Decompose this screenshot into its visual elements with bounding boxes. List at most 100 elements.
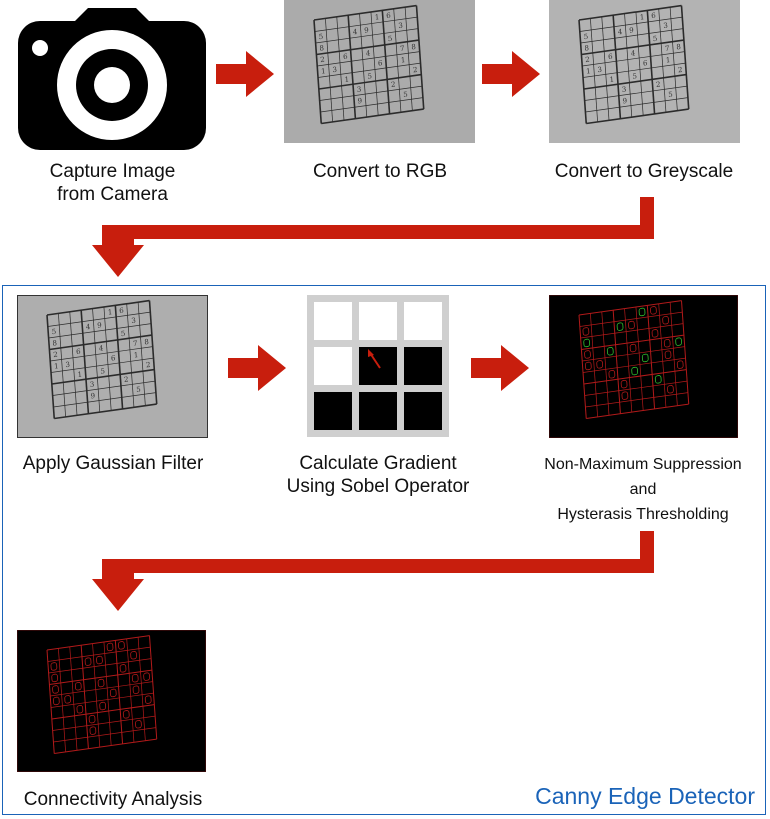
grid-line [635, 11, 644, 116]
camera-icon [18, 8, 206, 150]
grid-line [103, 641, 112, 746]
grid-line [80, 645, 89, 749]
digit-contour [52, 696, 60, 706]
sudoku-grid [578, 300, 690, 419]
grid-line [92, 308, 101, 413]
nms-edge-image [549, 295, 738, 438]
grid-line [320, 97, 423, 113]
nms-label: Non-Maximum Suppression and Hysterasis T… [522, 452, 764, 527]
sudoku-digit: 4 [366, 48, 372, 58]
arrow-right-icon [228, 345, 286, 391]
gradient-label-line2: Using Sobel Operator [286, 476, 470, 497]
photo-background [284, 0, 475, 143]
capture-label-line1: Capture Image [49, 161, 176, 182]
digit-contour [99, 701, 107, 711]
grid-line [80, 310, 90, 414]
sudoku-digit: 3 [622, 84, 627, 94]
sudoku-digit: 7 [133, 338, 139, 348]
sudoku-digit: 3 [597, 65, 602, 75]
grid-line [69, 646, 78, 751]
grid-line [50, 346, 153, 362]
digit-contour [654, 375, 662, 384]
grid-line [658, 303, 667, 408]
digit-contour [641, 353, 649, 363]
grid-line [578, 19, 588, 124]
sudoku-digit: 9 [622, 96, 628, 106]
grid-line [581, 39, 684, 56]
sudoku-digit: 6 [608, 51, 614, 61]
grid-line [315, 28, 419, 44]
sudoku-digit: 6 [119, 306, 125, 316]
grid-line [381, 10, 391, 115]
grid-line [49, 669, 152, 685]
sudoku-digit: 4 [618, 27, 624, 37]
sudoku-digit: 5 [100, 366, 105, 376]
digit-contour [122, 710, 130, 719]
grid-line [393, 8, 402, 113]
sudoku-digit: 7 [665, 43, 671, 53]
sudoku-digit: 6 [643, 58, 649, 68]
grid-line [51, 368, 155, 385]
grid-line [54, 738, 157, 754]
digit-contour [628, 320, 635, 330]
grid-line [318, 73, 422, 90]
grid-line [601, 311, 610, 416]
digit-contour [106, 642, 114, 652]
digit-contour [606, 347, 614, 356]
grid-line [53, 727, 156, 743]
grid-line [578, 314, 587, 419]
grid-line [359, 13, 368, 118]
grid-line [313, 19, 323, 124]
grid-line [601, 16, 610, 121]
grid-line [635, 306, 644, 411]
sudoku-digit: 8 [319, 43, 325, 53]
digit-contour [132, 685, 140, 694]
digit-contour [631, 366, 639, 376]
sudoku-digit: 4 [353, 27, 359, 37]
digit-contour [664, 350, 672, 359]
sudoku-digit: 5 [668, 89, 673, 99]
grid-line [137, 302, 146, 406]
sudoku-digit: 2 [413, 65, 418, 75]
sudoku-digit: 8 [52, 338, 58, 348]
digit-contour [662, 316, 669, 325]
sudoku-digit: 4 [86, 322, 92, 332]
grid-line [579, 16, 683, 32]
grid-line [50, 357, 154, 373]
gradient-label-line1: Calculate Gradient [299, 453, 457, 474]
digit-contour [638, 307, 646, 317]
sudoku-digit: 6 [111, 353, 117, 363]
grid-line [46, 635, 150, 651]
grid-line [47, 646, 151, 662]
capture-label: Capture Image from Camera [10, 160, 215, 206]
grid-line [669, 302, 678, 406]
digit-contour [584, 350, 591, 359]
grid-line [584, 380, 688, 396]
grid-line [148, 300, 158, 405]
sudoku-digit: 5 [318, 32, 323, 42]
edge-background [17, 630, 206, 772]
grid-line [585, 392, 688, 408]
grid-line [586, 108, 689, 125]
sudoku-digit: 2 [320, 55, 325, 65]
sudoku-digit: 1 [586, 66, 591, 76]
grid-line [54, 403, 157, 420]
sudoku-digit: 1 [107, 307, 112, 317]
digit-contour [109, 688, 117, 698]
grid-line [314, 16, 418, 32]
digit-contour [84, 657, 92, 666]
grid-line [658, 8, 667, 113]
grid-line [582, 346, 685, 362]
sudoku-digit: 9 [364, 25, 370, 35]
grid-line [50, 681, 153, 697]
digit-contour [76, 705, 84, 714]
grid-line [114, 640, 124, 744]
sudoku-digit: 1 [400, 55, 405, 65]
grid-line [612, 310, 621, 414]
grid-line [46, 314, 56, 419]
arrow-right-icon [216, 51, 274, 97]
sudoku-digit: 5 [120, 329, 125, 339]
grid-line [51, 704, 155, 720]
digit-contour [74, 682, 82, 691]
